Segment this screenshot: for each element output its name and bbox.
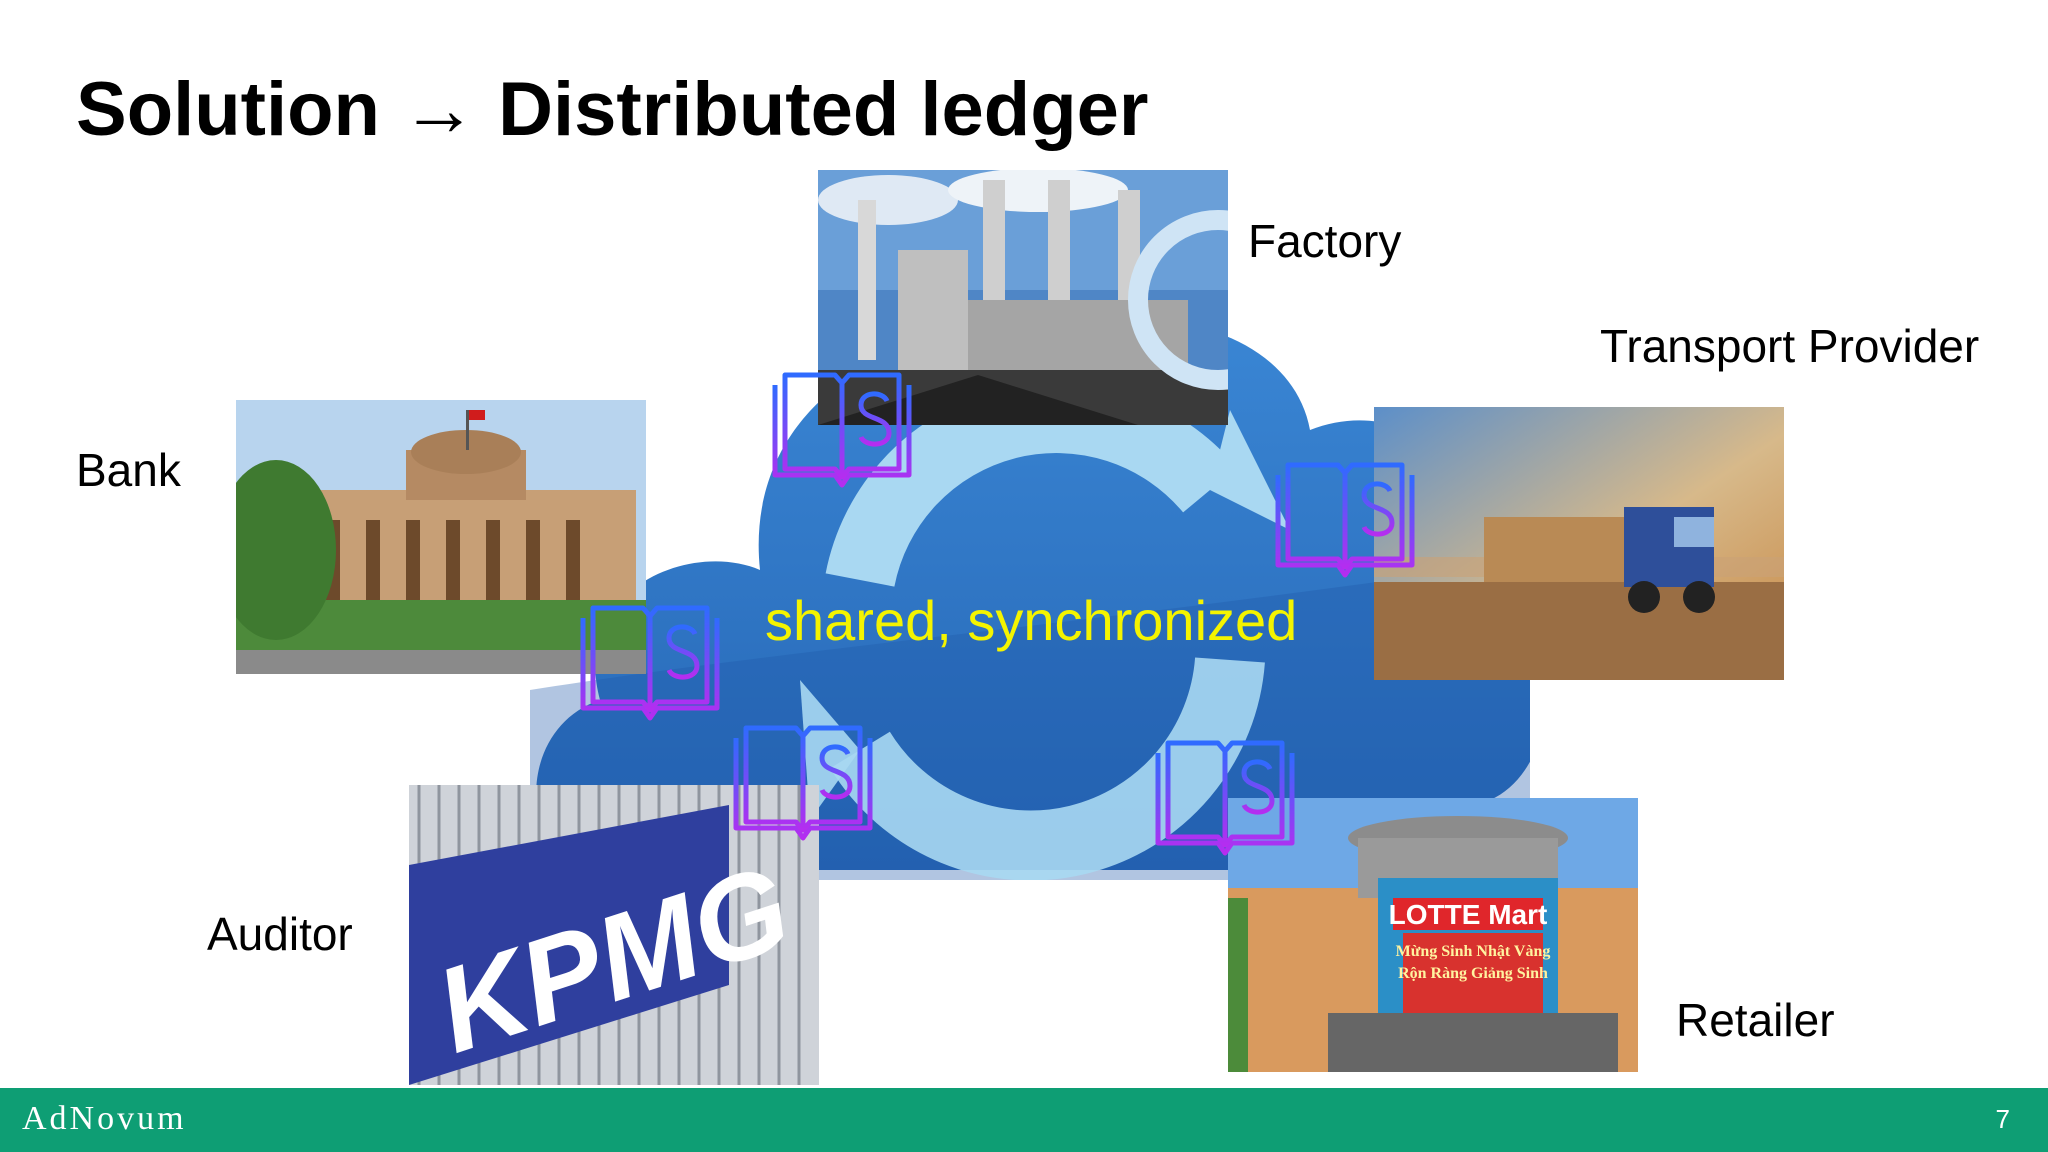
retailer-banner-line-2: Rộn Ràng Giảng Sinh <box>1398 965 1548 982</box>
ledger-book-dollar-icon <box>726 718 880 846</box>
label-auditor: Auditor <box>207 908 353 960</box>
transport-photo <box>1374 407 1784 680</box>
label-factory: Factory <box>1248 215 1402 267</box>
ledger-book-dollar-icon <box>1268 455 1422 583</box>
slide-title: Solution → Distributed ledger <box>76 67 1149 152</box>
shared-synchronized-text: shared, synchronized <box>765 589 1298 652</box>
adnovum-logo: AdNovum <box>22 1100 187 1137</box>
label-retailer: Retailer <box>1676 994 1835 1046</box>
ledger-book-dollar-icon <box>573 598 727 726</box>
page-number: 7 <box>1995 1104 2010 1134</box>
factory-photo <box>818 170 1228 425</box>
label-bank: Bank <box>76 444 181 496</box>
retailer-banner-line-1: Mừng Sinh Nhật Vàng <box>1396 943 1551 960</box>
retailer-photo: LOTTE Mart Mừng Sinh Nhật Vàng Rộn Ràng … <box>1228 798 1638 1072</box>
auditor-photo: KPMG <box>409 785 819 1085</box>
ledger-book-dollar-icon <box>1148 733 1302 861</box>
ledger-book-dollar-icon <box>765 365 919 493</box>
label-transport-provider: Transport Provider <box>1600 320 1980 372</box>
footer-bar: AdNovum 7 <box>0 1088 2048 1152</box>
lotte-mart-sign: LOTTE Mart <box>1389 899 1548 930</box>
bank-photo <box>236 400 646 674</box>
